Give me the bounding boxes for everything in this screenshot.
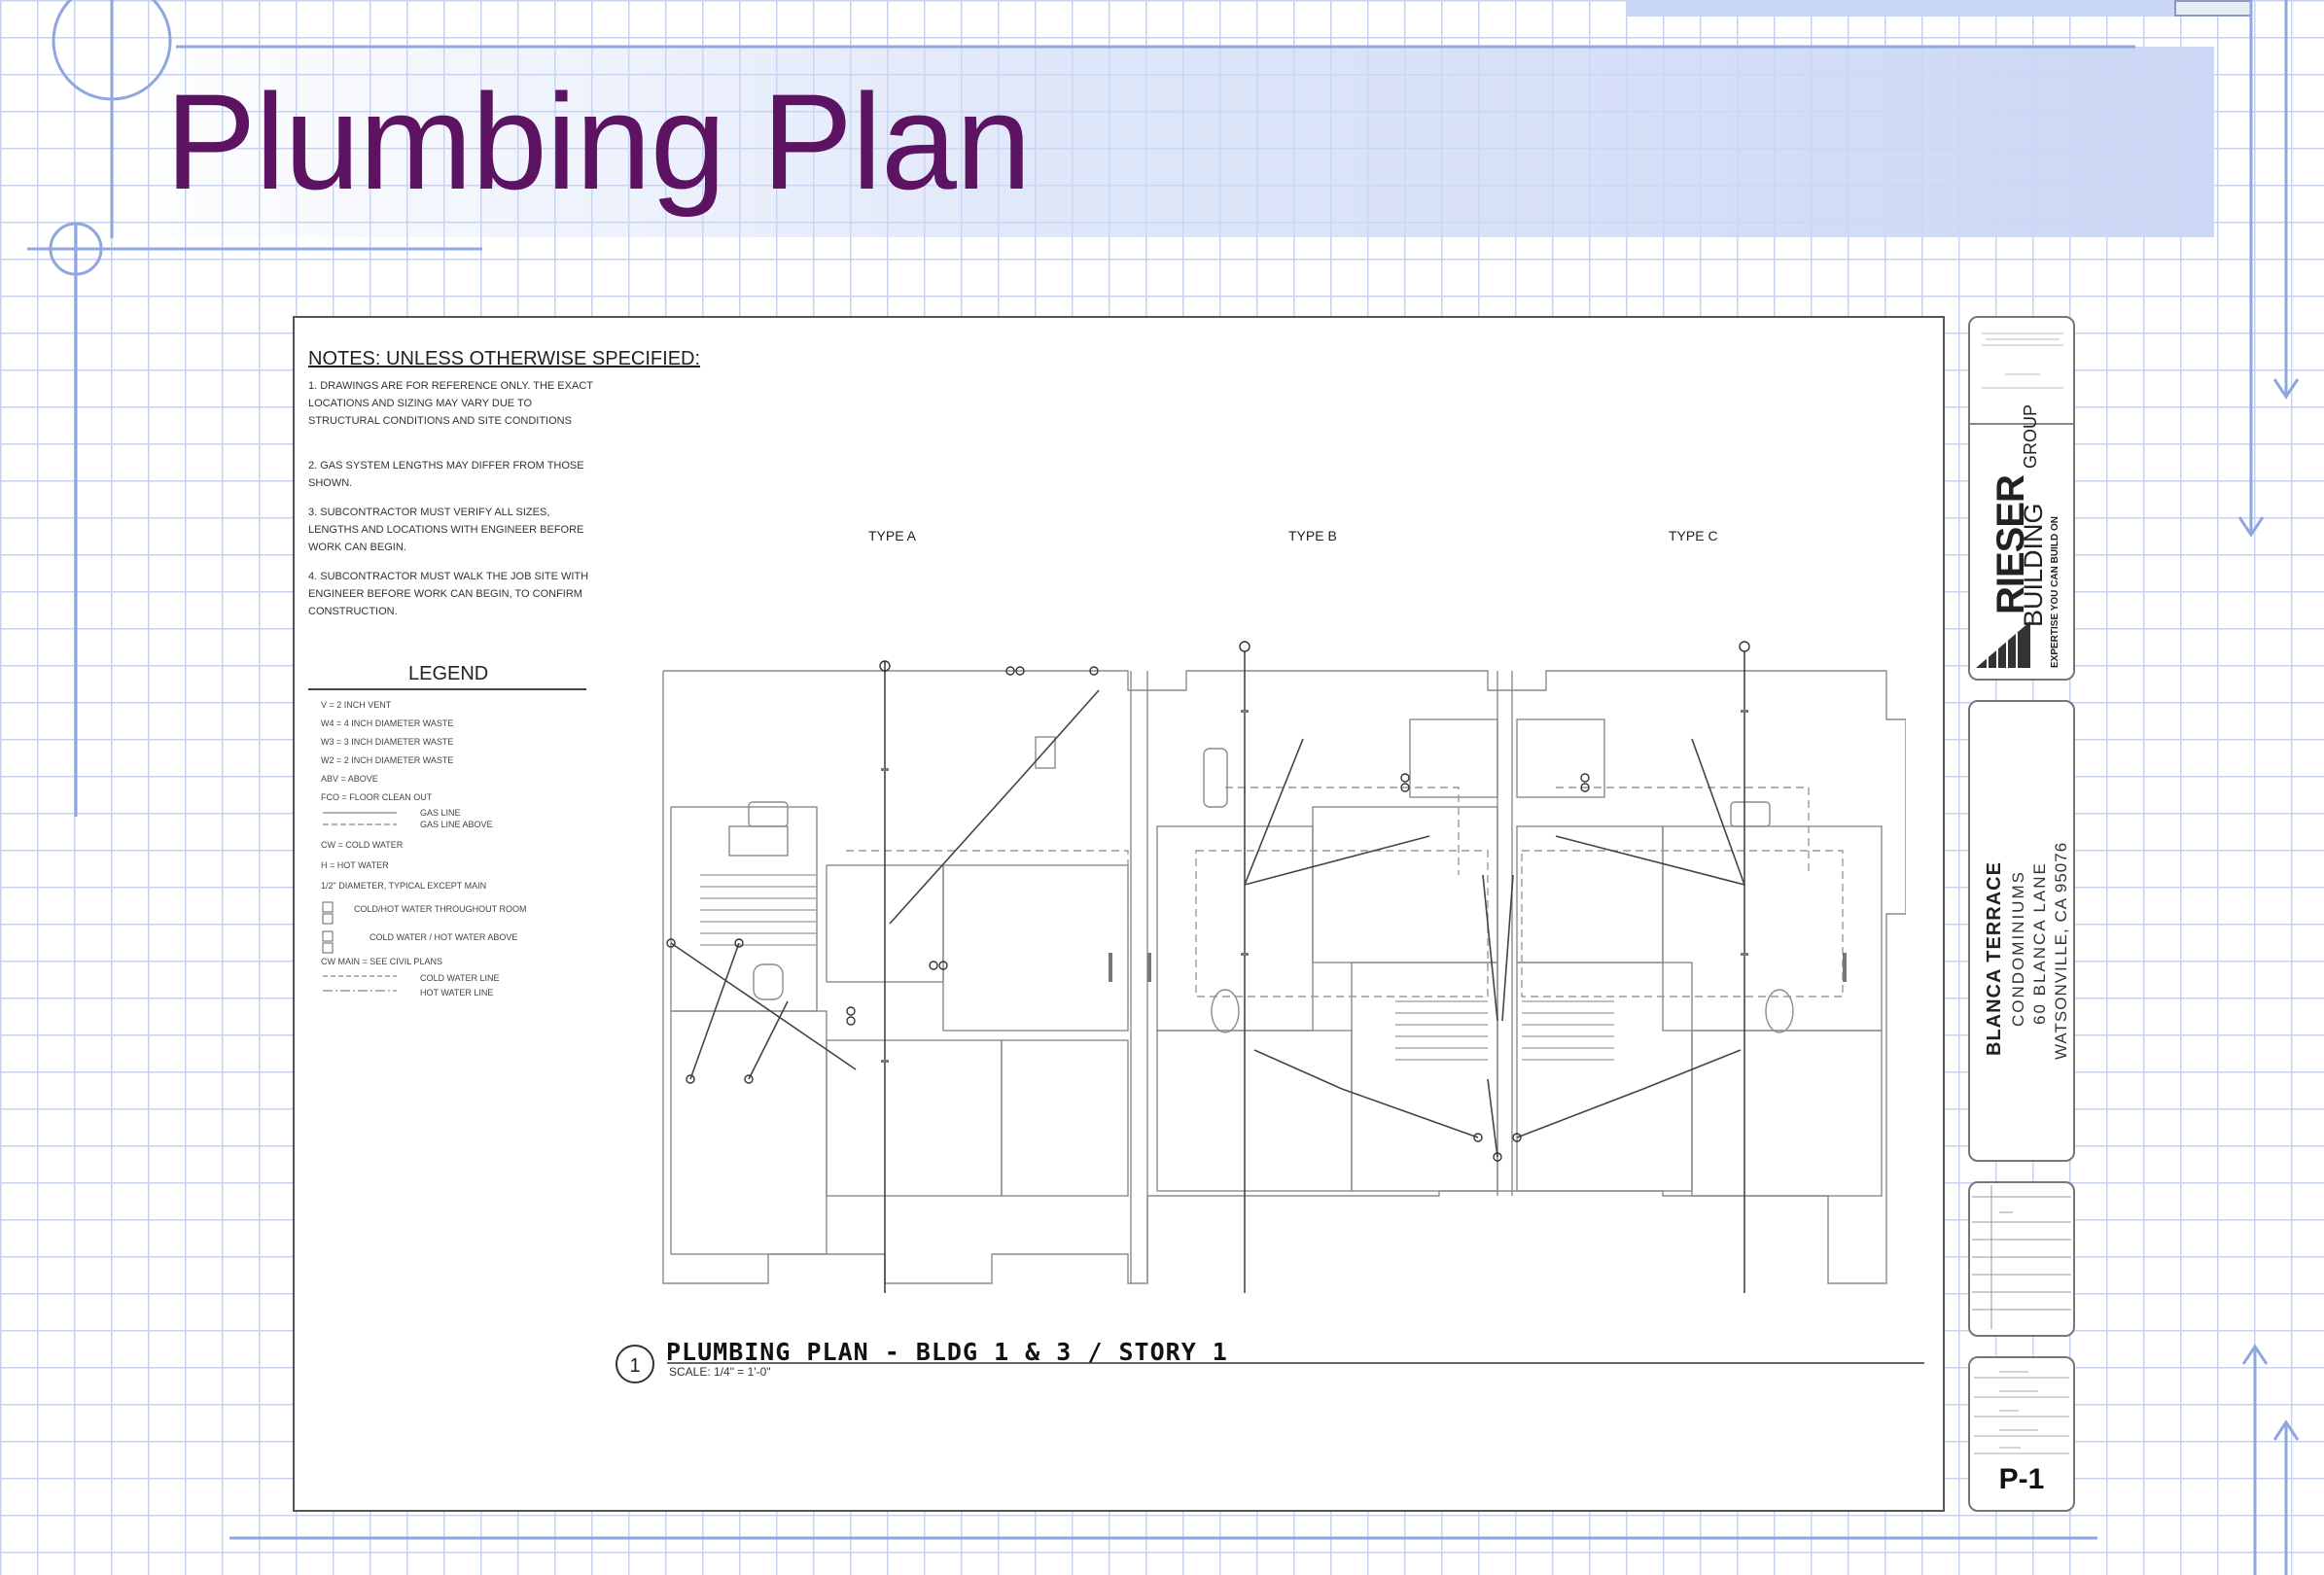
unit-type-label: TYPE A [868,528,917,543]
project-address-line1: 60 BLANCA LANE [2030,861,2049,1025]
title-block-revisions [1968,1181,2075,1337]
note-item: 3. SUBCONTRACTOR MUST VERIFY ALL SIZES, … [308,507,584,553]
stamp-lines [1982,332,2063,389]
company-logo [1976,621,2030,668]
legend-item: W2 = 2 INCH DIAMETER WASTE [321,755,454,765]
legend-item: W3 = 3 INCH DIAMETER WASTE [321,737,454,747]
legend-item: GAS LINE [420,808,461,818]
title-block-project: BLANCA TERRACE CONDOMINIUMS 60 BLANCA LA… [1968,700,2075,1162]
title-band [156,47,2214,237]
company-group: GROUP [2021,403,2040,469]
title-block-company: RIESER BUILDING GROUP EXPERTISE YOU CAN … [1968,316,2075,681]
plan-scale: SCALE: 1/4" = 1'-0" [669,1365,771,1379]
plan-number: 1 [616,1345,654,1383]
project-sub: CONDOMINIUMS [2009,870,2027,1027]
sheet-info-lines [1974,1371,2069,1454]
drawing-sheet [293,316,1945,1512]
plan-title: PLUMBING PLAN - BLDG 1 & 3 / STORY 1 [666,1338,1228,1366]
title-block-sheet: P-1 [1968,1356,2075,1512]
note-item: 2. GAS SYSTEM LENGTHS MAY DIFFER FROM TH… [308,460,584,489]
top-accent-band [1627,0,2176,17]
legend-item: GAS LINE ABOVE [420,820,493,829]
unit-type-label: TYPE B [1288,528,1337,543]
unit-type-label: TYPE C [1669,528,1718,543]
legend-item: COLD WATER / HOT WATER ABOVE [370,932,518,942]
legend-item: CW = COLD WATER [321,840,404,850]
legend-item: CW MAIN = SEE CIVIL PLANS [321,957,442,966]
legend-item: W4 = 4 INCH DIAMETER WASTE [321,718,454,728]
notes-title: NOTES: UNLESS OTHERWISE SPECIFIED: [308,348,701,369]
note-item: 1. DRAWINGS ARE FOR REFERENCE ONLY. THE … [308,380,593,427]
title-block-divider [1970,423,2073,425]
legend-item: COLD WATER LINE [420,973,500,983]
legend-item: HOT WATER LINE [420,988,494,998]
plan-title-rule [667,1362,1924,1364]
legend-item: 1/2" DIAMETER, TYPICAL EXCEPT MAIN [321,881,487,891]
project-name: BLANCA TERRACE [1984,861,2005,1056]
legend-item: COLD/HOT WATER THROUGHOUT ROOM [354,904,527,914]
legend-item: FCO = FLOOR CLEAN OUT [321,792,433,802]
note-item: 4. SUBCONTRACTOR MUST WALK THE JOB SITE … [308,571,589,617]
company-line2: BUILDING [2019,503,2048,627]
legend-title: LEGEND [408,663,489,684]
floor-plan-drawing [662,641,1906,1293]
legend-rule [308,688,586,690]
legend-symbols [322,812,397,992]
revision-table [1972,1185,2071,1329]
legend-item: ABV = ABOVE [321,774,378,784]
legend-item: V = 2 INCH VENT [321,700,392,710]
sheet-number: P-1 [1998,1463,2045,1495]
slide-title: Plumbing Plan [165,65,1032,218]
legend-item: H = HOT WATER [321,860,389,870]
company-tagline: EXPERTISE YOU CAN BUILD ON [2050,516,2060,668]
project-address-line2: WATSONVILLE, CA 95076 [2052,841,2070,1060]
